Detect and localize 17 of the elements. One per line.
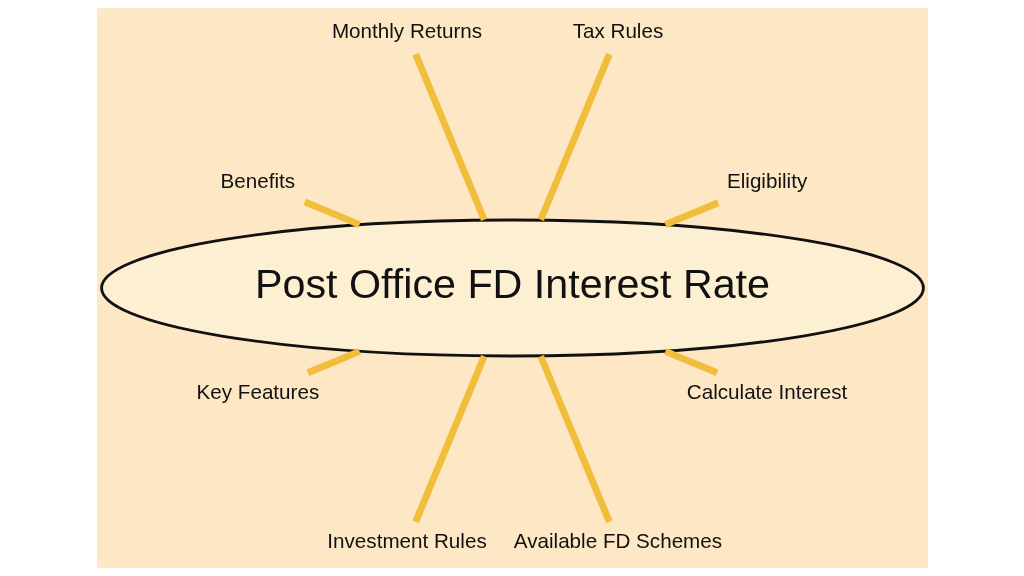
node-text: Calculate Interest xyxy=(686,379,847,403)
node-ellipse: Post Office FD Interest Rate xyxy=(99,218,925,358)
connector xyxy=(663,348,718,376)
node-text: Monthly Returns xyxy=(331,19,482,43)
connector xyxy=(411,354,487,524)
connector xyxy=(537,52,613,222)
node-text: Benefits xyxy=(220,168,295,192)
connector xyxy=(306,348,361,376)
node-text: Key Features xyxy=(196,379,319,403)
node-text: Eligibility xyxy=(726,168,807,192)
node-text: Investment Rules xyxy=(326,528,487,552)
connector xyxy=(411,52,487,222)
connector xyxy=(302,198,361,228)
node-text: Available FD Schemes xyxy=(513,528,722,552)
node-text: Tax Rules xyxy=(572,19,663,43)
connector xyxy=(537,354,613,524)
connector xyxy=(663,199,720,228)
